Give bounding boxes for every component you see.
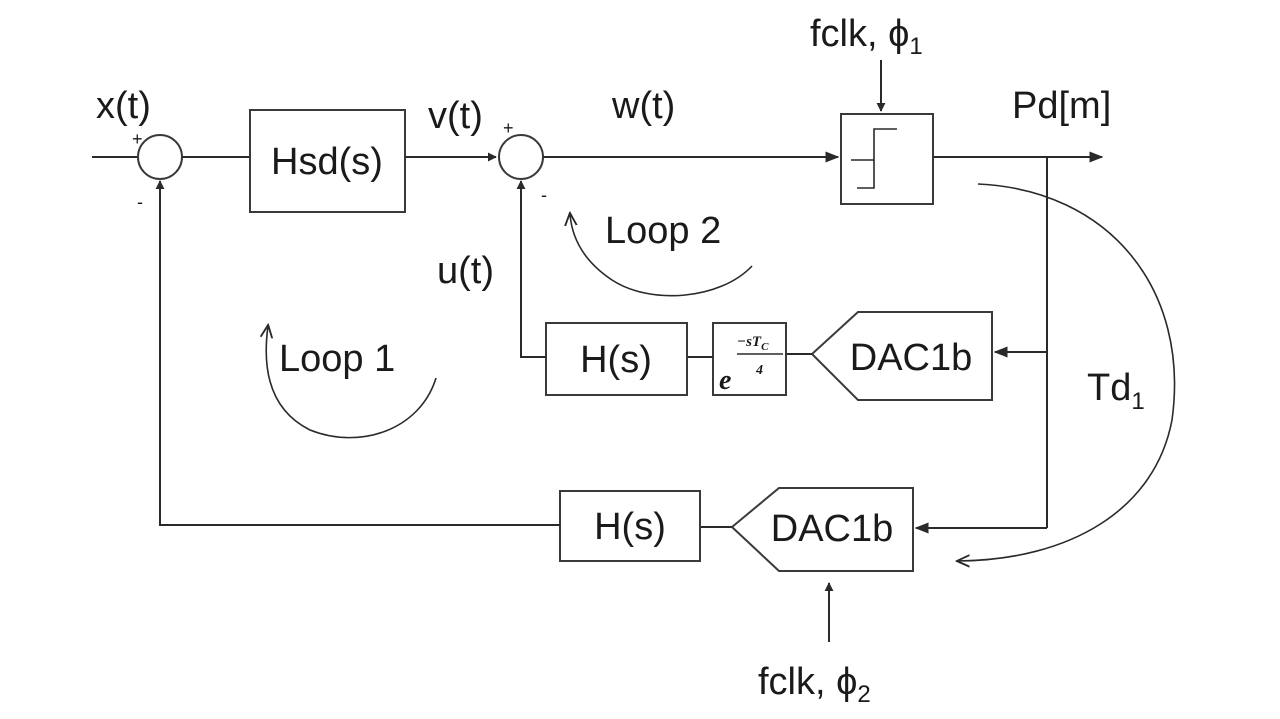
quantizer-step-icon-lower [857,160,875,189]
sum2-plus-sign: + [503,118,514,138]
signal-v-label: v(t) [428,95,483,137]
summing-junction-1 [137,134,183,180]
clk2-phi: ϕ [836,661,857,703]
dac-lower-label: DAC1b [771,508,894,550]
delay-block [712,322,787,396]
quantizer-step-icon [851,128,897,161]
sum1-plus-sign: + [132,129,143,149]
delay-numerator-main: −sT [737,334,762,350]
signal-w-label: w(t) [611,85,675,127]
clk1-sub: 1 [909,33,922,60]
hsd-block [249,109,406,213]
delay-denominator: 4 [755,363,763,378]
td1-text: Td [1087,367,1131,409]
td1-sub: 1 [1131,388,1144,415]
td1-arc [958,183,1176,561]
h-to-sum2-wire [516,180,546,358]
clk1-text: fclk, [810,13,888,55]
h-upper-label: H(s) [580,339,652,381]
loop2-label: Loop 2 [605,210,721,252]
h-upper-block [545,322,688,396]
delay-numerator: −sTC [737,334,769,353]
signal-u-label: u(t) [437,250,494,292]
sum1-minus-sign: - [137,192,143,212]
dac-upper-block [810,311,993,401]
clk2-text: fclk, [758,661,836,703]
clk2-sub: 2 [857,681,870,708]
output-pd-label: Pd[m] [1012,85,1111,127]
signal-x-label: x(t) [96,85,151,127]
summing-junction-2 [498,134,544,180]
sum2-minus-sign: - [541,185,547,205]
delay-base: e [719,365,731,396]
dac-lower-block [730,487,914,572]
clk1-phi: ϕ [888,13,909,55]
dac-upper-label: DAC1b [850,337,973,379]
td1-label: Td1 [1087,367,1145,415]
h-lower-to-sum1-wire [155,180,560,526]
quantizer-block [840,113,934,205]
clk1-label: fclk, ϕ1 [810,13,923,60]
h-lower-label: H(s) [594,506,666,548]
hsd-label: Hsd(s) [271,141,383,183]
h-lower-block [559,490,701,562]
loop2-arc [570,214,753,297]
loop1-arc [266,326,437,439]
delay-numerator-sub: C [761,341,769,353]
loop1-label: Loop 1 [279,338,395,380]
clk2-label: fclk, ϕ2 [758,661,871,708]
